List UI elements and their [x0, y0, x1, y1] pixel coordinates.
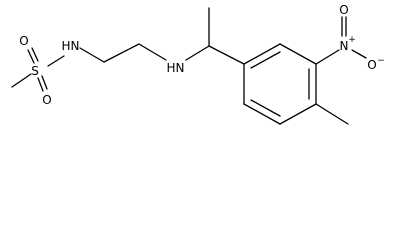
- bond-ch2-amine: [138, 43, 167, 61]
- bond-nitro-oxygen-right: [351, 49, 367, 59]
- bond-ring-methyl: [315, 103, 349, 125]
- bond-nitrogen-ch2: [79, 47, 105, 63]
- ring-bond-5: [243, 103, 281, 125]
- atom-sulfonamide-nitrogen: N: [71, 39, 80, 53]
- ring-bond-1: [243, 43, 281, 65]
- bond-sulfur-oxygen-bottom-b: [41, 75, 48, 90]
- atom-oxygen-bottom: O: [42, 93, 51, 107]
- nitro-nitrogen-charge: +: [348, 35, 356, 45]
- bond-sulfur-nitrogen: [47, 55, 65, 67]
- bond-ch2-ch2: [103, 43, 140, 63]
- atom-amine-nitrogen: N: [176, 61, 185, 75]
- bond-ring-nitro: [315, 49, 340, 65]
- atom-oxygen-top: O: [19, 34, 28, 48]
- atom-nitro-nitrogen: N: [340, 39, 349, 53]
- atom-sulfonamide-hydrogen: H: [61, 39, 70, 53]
- bond-methyl-sulfur: [11, 73, 32, 88]
- bond-sulfur-oxygen-top-a: [27, 49, 35, 64]
- bond-ch-ring: [208, 45, 245, 65]
- atom-nitro-oxygen-right: O: [367, 58, 376, 72]
- ring-inner-double-3: [250, 99, 281, 117]
- atom-amine-hydrogen: H: [166, 61, 175, 75]
- nitro-oxygen-charge: −: [377, 56, 385, 66]
- bond-amine-ch: [185, 45, 210, 61]
- atom-nitro-oxygen-top: O: [339, 3, 348, 17]
- atom-sulfur: S: [31, 64, 39, 78]
- bond-sulfur-oxygen-bottom-a: [37, 77, 44, 92]
- ring-inner-double-1: [250, 51, 281, 69]
- ring-bond-2: [279, 43, 317, 65]
- molecule-structure: S O O H N H N N + O O −: [11, 3, 385, 125]
- bond-sulfur-oxygen-top-b: [31, 47, 39, 62]
- ring-bond-4: [279, 103, 317, 125]
